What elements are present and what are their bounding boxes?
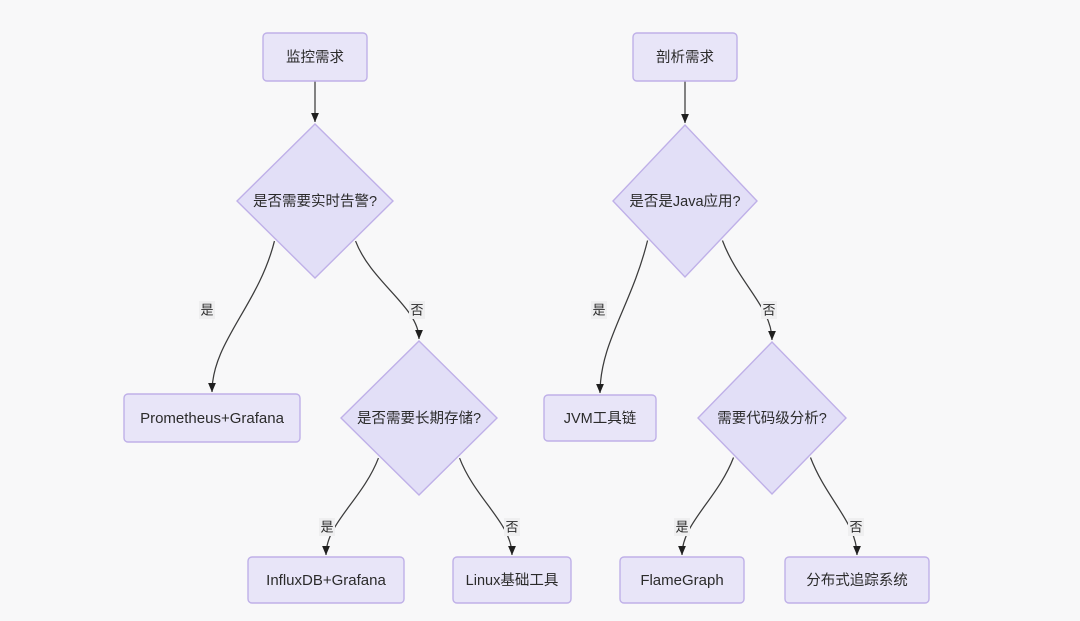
edge-n10-to-n12 xyxy=(809,457,861,556)
edge-label-chip xyxy=(409,301,425,319)
edge-label-text: 是 xyxy=(320,519,333,534)
node-shape-rect xyxy=(123,393,301,443)
node-linux[interactable]: Linux基础工具 xyxy=(452,556,572,604)
edge-label-layer: 是否是否是否是否 xyxy=(199,301,864,536)
node-shape-rect xyxy=(452,556,572,604)
edge-label-text: 是 xyxy=(592,302,605,317)
edge-label-e9: 是 xyxy=(674,518,690,536)
edge-label-chip xyxy=(848,518,864,536)
node-shape-rect xyxy=(784,556,930,604)
edge-label-e7: 是 xyxy=(591,301,607,319)
edge-label-text: 否 xyxy=(410,302,423,317)
edge-label-text: 否 xyxy=(849,519,862,534)
node-shape-diamond xyxy=(236,123,394,279)
edge-n2-to-n4 xyxy=(354,240,423,340)
edge-n10-to-n11 xyxy=(678,457,735,556)
node-shape-rect xyxy=(247,556,405,604)
node-flamegraph[interactable]: FlameGraph xyxy=(619,556,745,604)
node-influxdb-grafana[interactable]: InfluxDB+Grafana xyxy=(247,556,405,604)
edge-n2-to-n3 xyxy=(208,240,276,393)
edge-label-chip xyxy=(674,518,690,536)
edge-label-chip xyxy=(591,301,607,319)
edge-layer xyxy=(208,81,861,556)
node-jvm[interactable]: JVM工具链 xyxy=(543,394,657,442)
node-shape-diamond xyxy=(612,123,758,279)
edge-label-e4: 是 xyxy=(319,518,335,536)
edge-label-e3: 否 xyxy=(409,301,425,319)
edge-label-chip xyxy=(761,301,777,319)
edge-label-text: 是 xyxy=(200,302,213,317)
node-node[interactable]: 是否需要长期存储? xyxy=(340,340,498,496)
edge-label-e10: 否 xyxy=(848,518,864,536)
edge-label-e5: 否 xyxy=(504,518,520,536)
edge-n8-to-n10 xyxy=(721,240,776,341)
node-node[interactable]: 分布式追踪系统 xyxy=(784,556,930,604)
edge-n4-to-n6 xyxy=(458,457,516,556)
node-java[interactable]: 是否是Java应用? xyxy=(612,123,758,279)
node-node[interactable]: 监控需求 xyxy=(262,32,368,82)
node-node[interactable]: 剖析需求 xyxy=(632,32,738,82)
edge-n4-to-n5 xyxy=(322,457,380,556)
node-shape-rect xyxy=(632,32,738,82)
node-prometheus-grafana[interactable]: Prometheus+Grafana xyxy=(123,393,301,443)
edge-label-e2: 是 xyxy=(199,301,215,319)
edge-label-chip xyxy=(319,518,335,536)
edge-n8-to-n9 xyxy=(596,240,649,394)
edge-label-text: 否 xyxy=(505,519,518,534)
node-shape-diamond xyxy=(697,340,847,496)
node-shape-diamond xyxy=(340,340,498,496)
node-shape-rect xyxy=(619,556,745,604)
node-shape-rect xyxy=(543,394,657,442)
edge-label-chip xyxy=(199,301,215,319)
edge-label-chip xyxy=(504,518,520,536)
edge-label-text: 否 xyxy=(762,302,775,317)
node-shape-rect xyxy=(262,32,368,82)
edge-label-e8: 否 xyxy=(761,301,777,319)
node-node[interactable]: 需要代码级分析? xyxy=(697,340,847,496)
edge-label-text: 是 xyxy=(675,519,688,534)
node-node[interactable]: 是否需要实时告警? xyxy=(236,123,394,279)
